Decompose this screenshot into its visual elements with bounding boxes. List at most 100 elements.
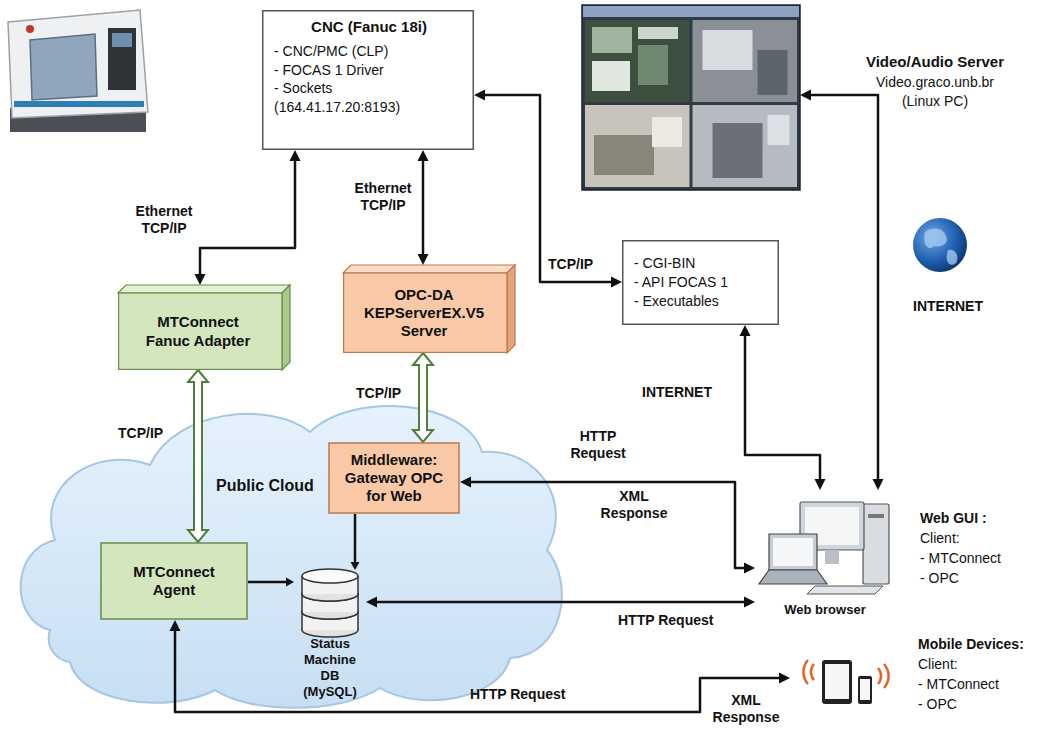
connector	[740, 325, 826, 490]
arrowhead	[474, 90, 485, 101]
box-title: MTConnect Agent	[126, 563, 222, 600]
camera-panel	[693, 105, 798, 187]
panel-detail	[592, 61, 630, 91]
panel-detail	[652, 117, 682, 147]
text-group: Mobile Devices:Client:- MTConnect- OPC	[918, 636, 1030, 713]
video-server-screenshot-shape	[582, 5, 800, 190]
arrowhead	[744, 563, 755, 574]
panel-detail	[703, 30, 753, 70]
label-holder: XML Response	[708, 692, 784, 726]
cloud-title: Public Cloud	[200, 476, 330, 496]
screen-frame	[582, 5, 800, 190]
arrowhead	[815, 479, 826, 490]
client-title: Web GUI :	[920, 510, 1030, 527]
connector-label: TCP/IP	[356, 385, 412, 402]
client-text: - MTConnect	[920, 550, 1030, 567]
laptop-screen	[773, 538, 813, 566]
adapter-box: MTConnect Fanuc Adapter	[118, 285, 290, 370]
connector	[418, 150, 429, 265]
panel-detail	[713, 123, 763, 178]
text-area: MTConnect Fanuc Adapter	[118, 313, 278, 350]
panel-detail	[638, 45, 668, 85]
network-label: INTERNET	[898, 298, 998, 315]
lathe-logo	[26, 25, 34, 33]
globe	[913, 218, 967, 272]
client-text: - MTConnect	[918, 676, 1030, 693]
label-holder: TCP/IP	[356, 385, 412, 402]
label-holder: Ethernet TCP/IP	[348, 180, 418, 214]
web-browser: Web browserWeb GUI :Client:- MTConnect- …	[755, 490, 895, 630]
text-area: Middleware: Gateway OPC for Web	[334, 451, 454, 506]
connector-line	[374, 601, 748, 604]
panel-detail	[768, 115, 790, 145]
connector-label: TCP/IP	[548, 256, 618, 273]
phone	[858, 676, 872, 704]
connector-label: HTTP Request	[470, 686, 590, 703]
connector-label: Ethernet TCP/IP	[128, 203, 200, 237]
arrowhead	[800, 90, 811, 101]
connector-label: INTERNET	[642, 384, 732, 401]
text-area: OPC-DA KEPServerEX.V5 Server	[343, 286, 505, 341]
device-label: Web browser	[755, 602, 895, 618]
cgi-box: - CGI-BIN- API FOCAS 1- Executables	[622, 240, 779, 325]
connector-label: HTTP Request	[618, 612, 738, 629]
client-text: - OPC	[918, 696, 1030, 713]
pc-stand	[825, 550, 839, 564]
arrowhead	[195, 274, 206, 285]
cnc-box: CNC (Fanuc 18i)- CNC/PMC (CLP)- FOCAS 1 …	[262, 10, 474, 150]
box-text: - CGI-BIN	[634, 254, 770, 273]
box-text: - CNC/PMC (CLP)	[274, 42, 439, 60]
server-title: Video/Audio Server	[840, 53, 1030, 71]
wireless-wave	[884, 664, 889, 688]
text-group: Video/Audio ServerVideo.graco.unb.br(Lin…	[840, 53, 1030, 110]
panel-detail	[638, 27, 678, 39]
label-holder: Ethernet TCP/IP	[128, 203, 200, 237]
label-holder: TCP/IP	[548, 256, 618, 273]
text-group: Web GUI :Client:- MTConnect- OPC	[920, 510, 1030, 587]
connector-line	[808, 95, 878, 482]
text-area: - CGI-BIN- API FOCAS 1- Executables	[634, 254, 770, 311]
text-area: MTConnect Agent	[106, 563, 242, 600]
mobile-devices-shape	[790, 650, 890, 712]
box-top-face	[343, 265, 515, 273]
connector-line	[354, 514, 357, 564]
lathe-stripe	[14, 101, 144, 107]
phone-screen	[860, 679, 870, 700]
response-label: XML Response	[596, 488, 672, 522]
db-edge	[301, 594, 303, 612]
connector-line	[745, 333, 820, 483]
box-side-face	[282, 285, 290, 370]
tablet	[822, 660, 852, 704]
arrowhead	[611, 277, 622, 288]
box-title: OPC-DA KEPServerEX.V5 Server	[359, 286, 489, 341]
globe-land	[924, 229, 947, 249]
box-title: CNC (Fanuc 18i)	[274, 18, 464, 36]
tablet-screen	[825, 664, 849, 699]
lathe-window	[30, 34, 97, 100]
laptop-lid	[769, 534, 817, 570]
laptop-base	[759, 570, 827, 584]
camera-panel	[585, 105, 690, 187]
label-holder: HTTP Request	[470, 686, 590, 703]
pc-tower-drive	[868, 514, 884, 518]
wireless-wave	[878, 668, 881, 684]
database: Status Machine DB (MySQL)	[294, 570, 366, 695]
arrowhead	[290, 150, 301, 161]
label-holder: INTERNET	[642, 384, 732, 401]
box-outline	[263, 11, 474, 150]
db-disk-top	[302, 569, 358, 583]
client-text: Client:	[920, 530, 1030, 547]
box-top-face	[118, 285, 290, 293]
cloud-frame	[21, 406, 562, 708]
connector-label: TCP/IP	[118, 425, 178, 442]
db-edge	[357, 594, 359, 612]
lathe-screen	[112, 33, 132, 47]
box-outline	[101, 543, 247, 619]
panel-detail	[758, 50, 788, 95]
box-outline	[623, 241, 779, 325]
arrowhead	[740, 325, 751, 336]
text-group: Web browser	[755, 602, 895, 618]
db-edge	[301, 576, 303, 594]
box-text: - Sockets (164.41.17.20:8193)	[274, 79, 439, 116]
box-front-face	[344, 273, 507, 352]
